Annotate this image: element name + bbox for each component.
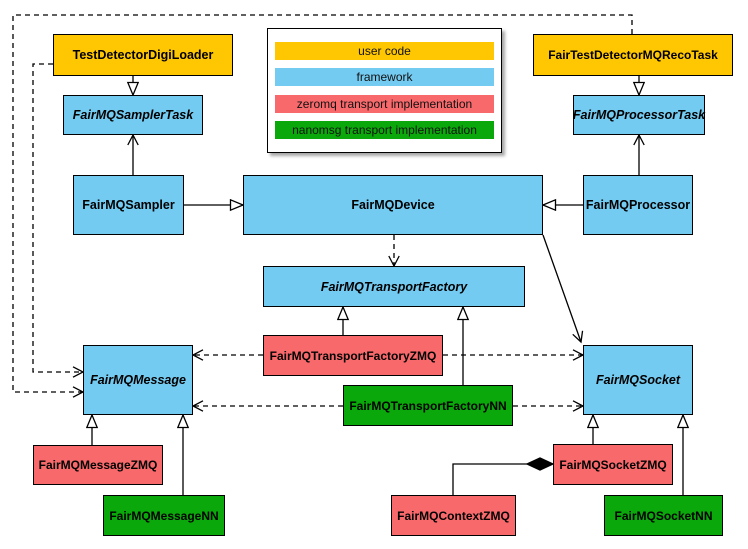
class-box-fairmqsocket: FairMQSocket [583,345,693,415]
legend: user code framework zeromq transport imp… [267,28,502,153]
class-label: FairTestDetectorMQRecoTask [548,48,718,62]
class-label: FairMQSocketNN [614,508,713,523]
legend-label-user-code: user code [358,44,411,59]
class-box-fairmqmessage: FairMQMessage [83,345,193,415]
composition-diamond [525,457,555,471]
class-label: FairMQSamplerTask [72,108,194,122]
class-label: FairMQSampler [82,198,175,212]
legend-label-nanomsg: nanomsg transport implementation [292,122,477,137]
class-label: FairMQMessage [90,373,186,387]
class-box-fairmqsocketzmq: FairMQSocketZMQ [553,444,673,485]
class-label: FairMQTransportFactoryZMQ [269,348,437,363]
class-box-fairtestdetectormqrecotask: FairTestDetectorMQRecoTask [533,34,733,76]
edge-device-socket [542,234,584,344]
edge-contextzmq-socketzmq [452,463,527,495]
class-box-fairmqmessagenn: FairMQMessageNN [103,495,225,536]
legend-label-framework: framework [356,70,413,85]
legend-item-zeromq: zeromq transport implementation [275,94,494,113]
class-box-fairmqsocketnn: FairMQSocketNN [604,495,723,536]
class-box-fairmqdevice: FairMQDevice [243,175,543,235]
class-label: FairMQContextZMQ [397,508,510,523]
class-box-fairmqsamplertask: FairMQSamplerTask [63,95,203,135]
class-box-fairmqtransportfactoryzmq: FairMQTransportFactoryZMQ [263,335,443,376]
legend-label-zeromq: zeromq transport implementation [296,96,473,111]
class-box-fairmqtransportfactorynn: FairMQTransportFactoryNN [343,385,513,426]
class-label: TestDetectorDigiLoader [72,48,214,62]
class-box-fairmqmessagezmq: FairMQMessageZMQ [33,445,163,485]
legend-item-user-code: user code [275,42,494,61]
class-label: FairMQMessageNN [109,508,219,523]
class-label: FairMQProcessor [585,198,691,212]
class-box-fairmqtransportfactory: FairMQTransportFactory [263,266,525,307]
class-label: FairMQSocketZMQ [559,457,667,472]
class-label: FairMQProcessorTask [572,108,706,122]
class-box-fairmqcontextzmq: FairMQContextZMQ [391,495,516,536]
edge-recotask-message [12,14,633,398]
class-box-fairmqprocessortask: FairMQProcessorTask [573,95,705,135]
class-label: FairMQTransportFactoryNN [349,398,507,413]
legend-item-nanomsg: nanomsg transport implementation [275,120,494,139]
class-box-fairmqsampler: FairMQSampler [73,175,184,235]
class-label: FairMQSocket [595,373,681,387]
class-label: FairMQTransportFactory [320,279,468,294]
edge-digiloader-message [32,63,85,378]
class-label: FairMQDevice [351,198,435,212]
class-label: FairMQMessageZMQ [38,458,158,472]
class-box-testdetectordigiloader: TestDetectorDigiLoader [53,34,233,76]
legend-item-framework: framework [275,68,494,87]
class-box-fairmqprocessor: FairMQProcessor [583,175,693,235]
